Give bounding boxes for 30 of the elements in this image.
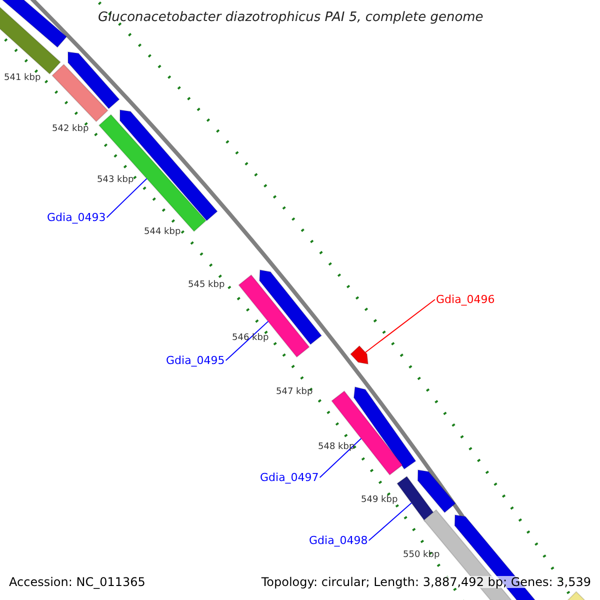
gene-feature xyxy=(68,51,120,110)
tick-label: 541 kbp xyxy=(4,74,41,83)
gene-bar xyxy=(52,64,108,122)
gene-feature xyxy=(119,109,218,222)
tick-label: 542 kbp xyxy=(52,125,89,134)
tick-label: 546 kbp xyxy=(232,334,269,343)
gene-feature xyxy=(353,386,416,470)
tick-label: 550 kbp xyxy=(403,551,440,560)
tick-label: 547 kbp xyxy=(276,388,313,397)
gene-label: Gdia_0497 xyxy=(260,472,319,483)
gene-feature xyxy=(0,0,68,48)
leader-line xyxy=(368,502,412,541)
genome-summary-text: Topology: circular; Length: 3,887,492 bp; Genes: 3,539 xyxy=(261,576,591,588)
accession-text: Accession: NC_011365 xyxy=(9,576,146,588)
tick-label: 549 kbp xyxy=(361,496,398,505)
gene-label: Gdia_0493 xyxy=(47,212,106,223)
tick-label: 543 kbp xyxy=(97,176,134,185)
gene-label: Gdia_0496 xyxy=(436,294,495,305)
leader-line xyxy=(106,178,148,218)
gene-bar xyxy=(396,476,436,522)
title: Gluconacetobacter diazotrophicus PAI 5, complete genome xyxy=(98,11,484,24)
tick-label: 545 kbp xyxy=(188,281,225,290)
gene-label: Gdia_0495 xyxy=(166,355,225,366)
leader-line xyxy=(319,438,362,478)
gene-bar xyxy=(423,509,512,600)
leader-line xyxy=(364,299,436,353)
tick-label: 544 kbp xyxy=(144,228,181,237)
gene-label: Gdia_0498 xyxy=(309,535,368,546)
gene-feature xyxy=(417,469,456,514)
gene-feature xyxy=(350,345,369,365)
